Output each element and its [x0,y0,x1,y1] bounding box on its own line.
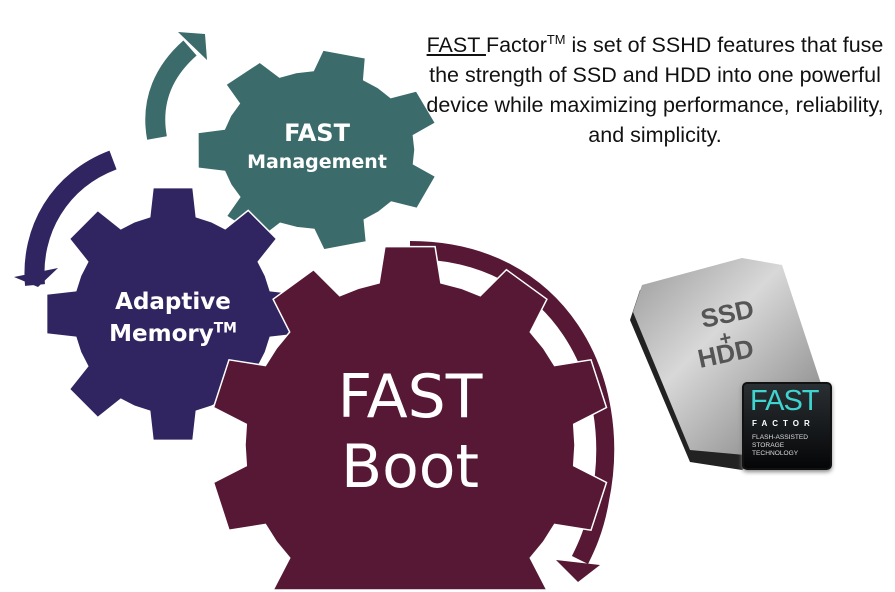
gear-memory-subtitle: Memory [109,321,214,347]
gear-shape-boot [212,245,608,591]
gear-management-title: FAST [284,119,350,147]
badge-line: TECHNOLOGY [752,450,799,457]
gear-boot-title: FAST [337,362,483,432]
gear-fast-management: FAST Management [242,118,392,176]
trademark: TM [546,31,566,47]
gear-adaptive-memory: Adaptive MemoryTM [93,286,253,350]
badge-subtitle: FACTOR [752,419,815,428]
description-text: FAST FactorTM is set of SSHD features th… [422,30,888,150]
navy-rotation-arrow [24,150,117,286]
gear-boot-subtitle: Boot [340,432,480,502]
drive-label-plus: + [717,327,733,351]
badge-title: FAST [750,385,820,417]
teal-arrowhead [178,32,207,60]
brand-fast: FAST [426,33,486,57]
description-body: is set of SSHD features that fuse the st… [426,33,884,147]
gear-shape-management [197,49,437,251]
badge-line: FLASH-ASSISTED [752,434,809,441]
gear-memory-title: Adaptive [115,289,231,315]
teal-rotation-arrow [145,40,197,140]
navy-arrowhead [14,268,58,287]
gear-management-subtitle: Management [247,151,387,173]
trademark: TM [213,320,237,337]
brand-factor: Factor [485,33,547,57]
badge-line: STORAGE [752,442,785,449]
maroon-arrowhead [556,560,600,582]
gear-fast-boot: FAST Boot [325,362,495,502]
